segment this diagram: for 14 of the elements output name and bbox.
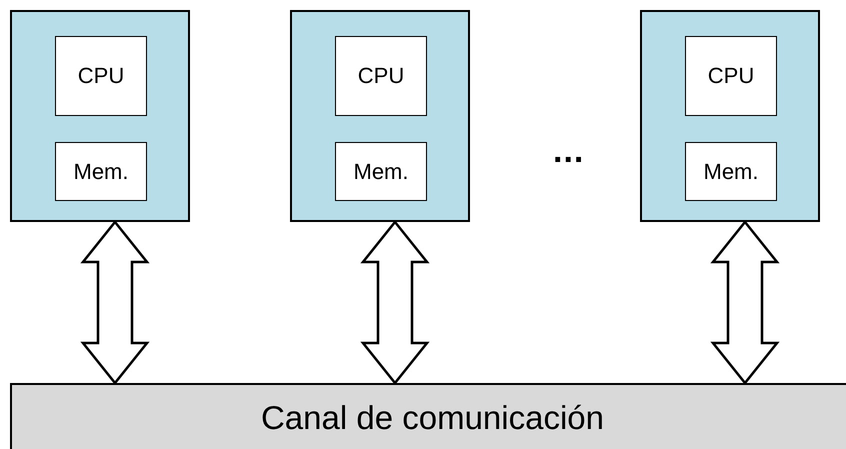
memory-box: Mem. [55,142,147,201]
cpu-box: CPU [335,36,427,116]
double-arrow [710,220,780,385]
double-arrow [360,220,430,385]
double-arrow [80,220,150,385]
memory-box: Mem. [685,142,777,201]
node-box [290,10,470,222]
memory-box: Mem. [335,142,427,201]
cpu-box: CPU [55,36,147,116]
ellipsis: ... [553,132,584,171]
node-box [640,10,820,222]
channel-bar: Canal de comunicación [10,383,846,449]
node-box [10,10,190,222]
cpu-box: CPU [685,36,777,116]
